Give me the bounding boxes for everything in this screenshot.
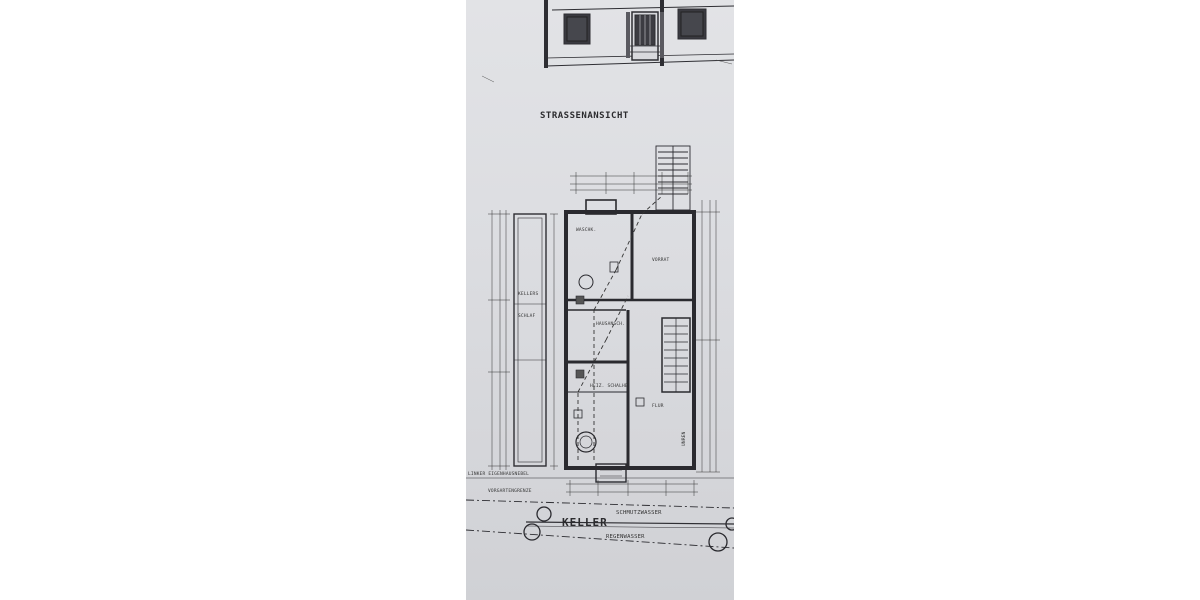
neighbor-left-label: LINKER EIGENHAUSNEBEL xyxy=(468,472,530,477)
plan-title: KELLER xyxy=(562,516,608,529)
blueprint-photo: STRASSENANSICHT KELLER WASCHK. VORRAT HA… xyxy=(466,0,734,600)
neighbor-right-label: UNREN xyxy=(682,431,687,446)
elevation-title: STRASSENANSICHT xyxy=(540,111,629,121)
room-label-laundry: WASCHK. xyxy=(576,228,597,233)
cellar-plan xyxy=(564,199,696,483)
neighbor-wall xyxy=(513,213,547,467)
outdoor-stair xyxy=(655,145,691,211)
room-label-hall: FLUR xyxy=(652,404,664,409)
property-line-label: VORGARTENGRENZE xyxy=(488,489,532,494)
sewer-dirty-label: SCHMUTZWASSER xyxy=(616,510,662,516)
closet-label-1: KELLERS xyxy=(518,292,539,297)
street-elevation xyxy=(544,0,734,68)
room-label-storage: VORRAT xyxy=(652,258,670,263)
floor-plan-drawing xyxy=(466,0,734,552)
sewer-rain-label: REGENWASSER xyxy=(606,534,645,540)
manholes xyxy=(523,506,734,552)
room-label-boiler: HAUSANSCH. xyxy=(596,322,626,327)
closet-label-2: SCHLAF xyxy=(518,314,536,319)
room-label-heating: HEIZ. SCHALHE xyxy=(590,384,628,389)
